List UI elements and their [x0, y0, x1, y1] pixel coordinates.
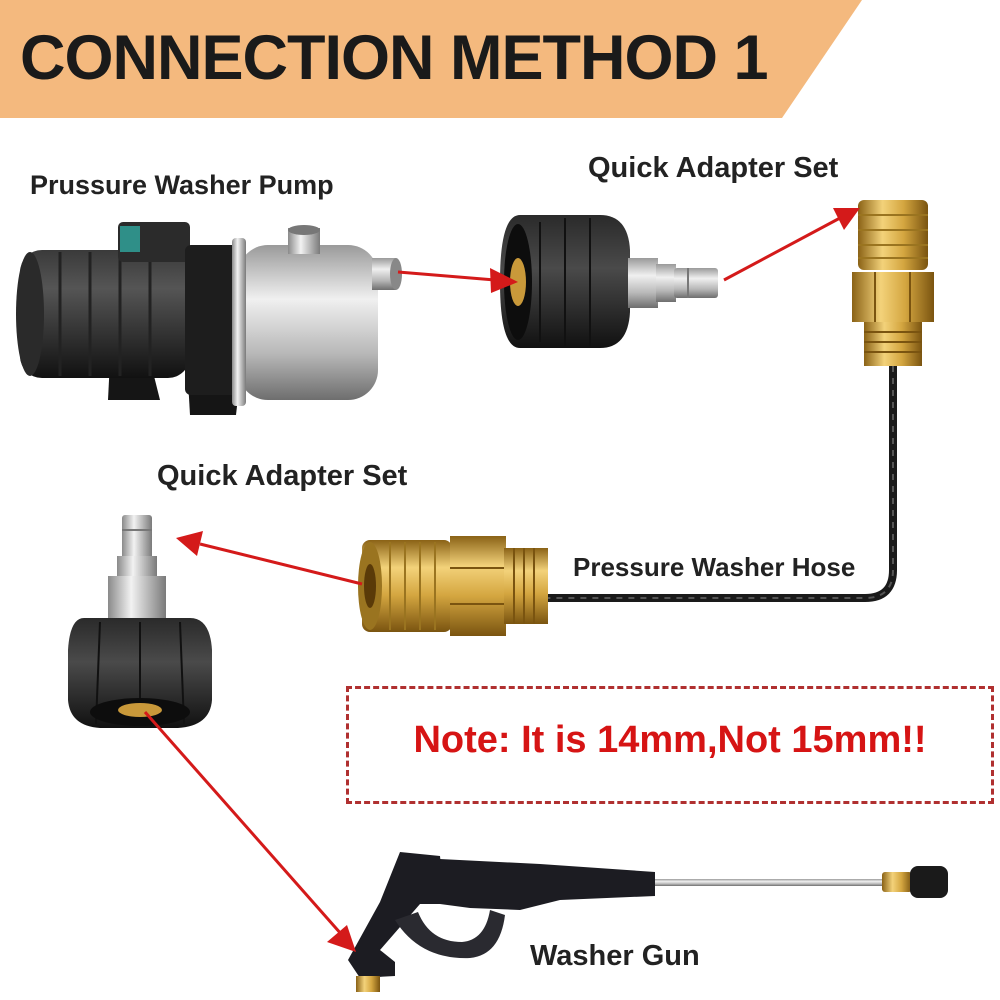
- brass-coupler-middle: [358, 536, 548, 636]
- hose-label: Pressure Washer Hose: [573, 552, 856, 582]
- title-banner: [0, 0, 862, 118]
- quick-adapter-top-label: Quick Adapter Set: [588, 152, 839, 184]
- quick-adapter-male-left: [68, 515, 212, 728]
- quick-adapter-female-top: [500, 215, 718, 348]
- pump-label: Prussure Washer Pump: [30, 170, 334, 200]
- quick-adapter-left-label: Quick Adapter Set: [157, 460, 408, 492]
- note-box: Note: It is 14mm,Not 15mm!!: [346, 686, 994, 804]
- pressure-washer-pump: [16, 222, 402, 415]
- connection-arrows: [143, 208, 860, 952]
- washer-gun-label: Washer Gun: [530, 940, 700, 972]
- note-text: Note: It is 14mm,Not 15mm!!: [413, 719, 927, 761]
- washer-gun: [348, 852, 948, 992]
- pressure-washer-hose: [545, 366, 897, 602]
- page-title: CONNECTION METHOD 1: [20, 23, 769, 93]
- brass-coupler-top: [852, 200, 934, 366]
